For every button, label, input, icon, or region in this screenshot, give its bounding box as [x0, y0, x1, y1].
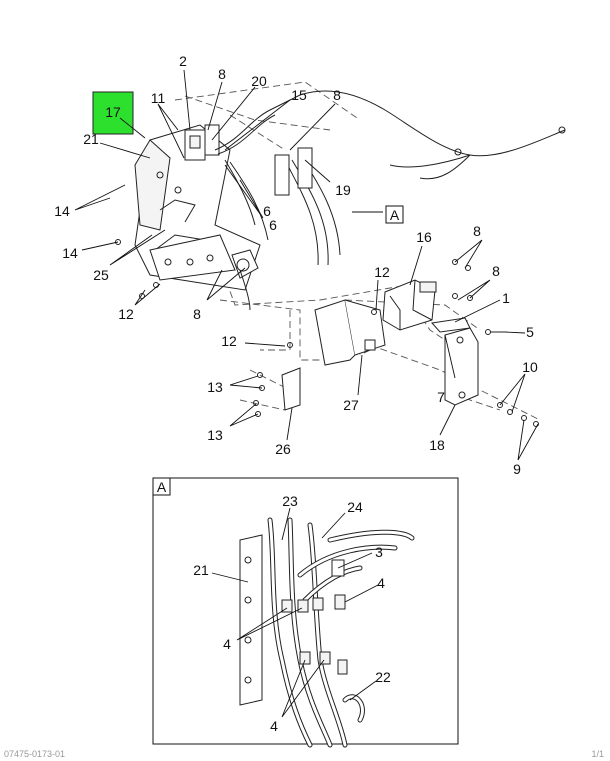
page-indicator: 1/1 [591, 749, 604, 759]
callout-12c: 12 [221, 333, 237, 349]
callout-26: 26 [275, 441, 291, 457]
callout-11: 11 [151, 90, 166, 106]
callout-3: 3 [375, 544, 383, 560]
callout-4: 4 [377, 575, 385, 591]
callout-7: 7 [437, 389, 445, 405]
callout-18: 18 [429, 437, 445, 453]
callout-15: 15 [291, 87, 307, 103]
callout-20: 20 [251, 73, 267, 89]
main-assembly-view: A 2 8 20 11 17 15 8 21 6 19 14 6 14 25 1… [54, 53, 566, 477]
callout-numbers: 2 8 20 11 17 15 8 21 6 19 14 6 14 25 16 … [54, 53, 538, 477]
drawing-reference-number: 07475-0173-01 [4, 749, 66, 759]
leader-lines [74, 69, 539, 461]
callout-22: 22 [375, 669, 391, 685]
callout-8: 8 [218, 66, 226, 82]
callout-6: 6 [263, 203, 271, 219]
detail-callout-numbers: 23 24 3 21 4 4 22 4 [193, 493, 391, 734]
callout-4c: 4 [270, 718, 278, 734]
callout-12: 12 [374, 264, 390, 280]
bracket-18 [431, 317, 479, 406]
plate-26 [281, 367, 301, 411]
callout-8c: 8 [473, 223, 481, 239]
callout-25: 25 [93, 267, 109, 283]
mounting-bracket-25 [134, 124, 261, 291]
callout-13b: 13 [207, 427, 223, 443]
detail-view-label: A [157, 479, 167, 495]
callout-23: 23 [282, 493, 298, 509]
callout-13: 13 [207, 379, 223, 395]
view-reference-label: A [390, 207, 400, 223]
callout-24: 24 [347, 499, 363, 515]
callout-8b: 8 [333, 87, 341, 103]
control-module-16 [382, 279, 437, 331]
callout-21-detail: 21 [193, 562, 209, 578]
detail-label-box [152, 477, 171, 496]
callout-16: 16 [416, 229, 432, 245]
highlight-box [92, 91, 134, 135]
callout-6b: 6 [269, 217, 277, 233]
detail-view-a: A [152, 477, 459, 748]
callout-1: 1 [502, 290, 510, 306]
callout-12b: 12 [118, 306, 134, 322]
callout-8d: 8 [492, 263, 500, 279]
callout-27: 27 [343, 397, 359, 413]
callout-17: 17 [105, 104, 121, 120]
detail-frame-rail [239, 534, 263, 706]
callout-8e: 8 [193, 306, 201, 322]
callout-21: 21 [83, 131, 99, 147]
callout-14: 14 [54, 203, 70, 219]
valve-block-assembly [184, 124, 259, 279]
air-lines-main [214, 90, 566, 311]
detail-leader-lines [211, 507, 379, 718]
callout-14b: 14 [62, 245, 78, 261]
callout-5: 5 [526, 324, 534, 340]
callout-9: 9 [513, 461, 521, 477]
view-reference-box [385, 205, 404, 224]
callout-2: 2 [179, 53, 187, 69]
callout-4b: 4 [223, 636, 231, 652]
bracket-27 [314, 299, 386, 366]
callout-10: 10 [522, 359, 538, 375]
callout-19: 19 [335, 182, 351, 198]
